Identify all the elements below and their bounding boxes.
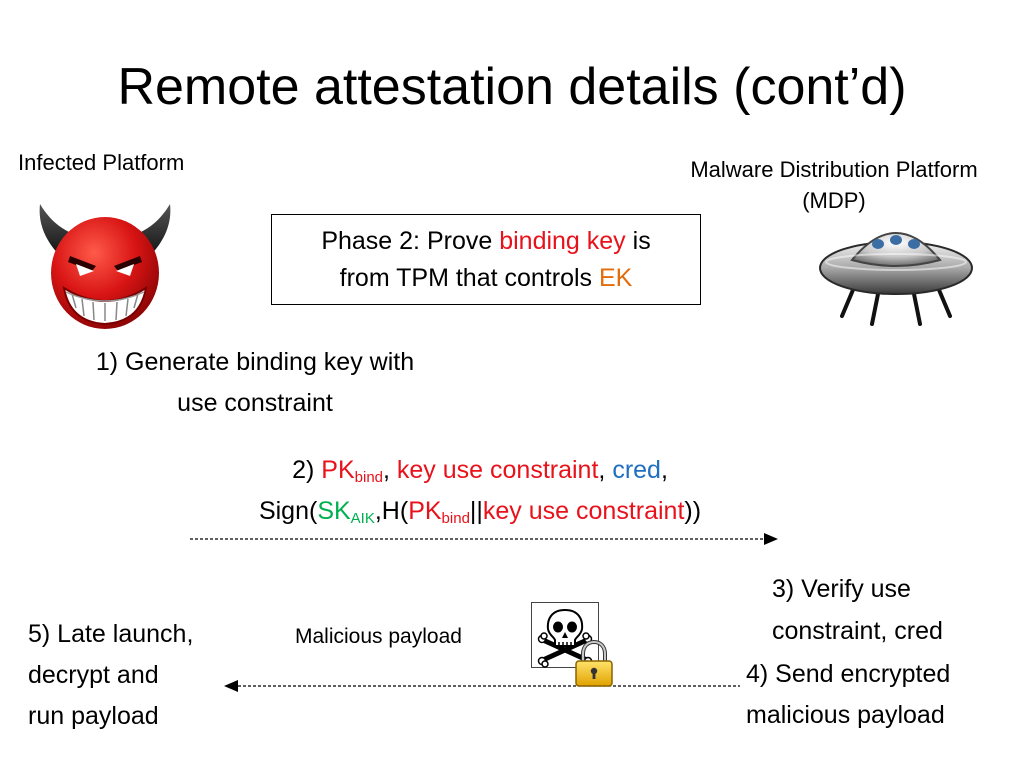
sign-open: Sign( [258,497,318,525]
phase-box-line2: from TPM that controls EK [272,260,700,297]
separator: , [383,456,397,484]
step-2-prefix: 2) [292,456,322,484]
step-5-line2: decrypt and [28,661,159,689]
arrow-to-mdp [190,533,778,545]
step-2-line1: 2) PKbind, key use constraint, cred, [180,450,780,491]
ek-highlight: EK [598,264,633,292]
concat-operator: || [469,497,483,525]
close-parens: )) [684,497,702,525]
step-1-line2: use constraint [177,389,333,417]
step-2-line2: Sign(SKAIK,H(PKbind||key use constraint)… [180,491,780,532]
step-1-line1: 1) Generate binding key with [95,348,415,376]
infected-platform-label: Infected Platform [18,150,185,175]
step-5-line3: run payload [28,702,159,730]
pk-bind-2: PK [408,497,442,525]
phase-box-line1-prefix: Phase 2: Prove [321,227,500,255]
devil-face-icon [39,204,171,329]
binding-key-highlight: binding key [499,227,626,255]
malicious-payload-label: Malicious payload [295,625,462,648]
step-1-text: 1) Generate binding key with use constra… [40,342,470,424]
phase-box-line1-suffix: is [625,227,651,255]
step-5-line1: 5) Late launch, [28,620,194,648]
mdp-label-line2: (MDP) [802,188,866,213]
mdp-label: Malware Distribution Platform (MDP) [650,154,1018,216]
key-use-constraint: key use constraint [396,456,599,484]
padlock-icon [575,640,613,687]
phase-2-box: Phase 2: Prove binding key is from TPM t… [271,214,701,305]
mdp-label-line1: Malware Distribution Platform [690,157,978,182]
ufo-icon [819,232,973,326]
phase-box-line2-prefix: from TPM that controls [339,264,599,292]
cred: cred [612,456,661,484]
step-4-line1: 4) Send encrypted [746,660,951,688]
step-4-text: 4) Send encrypted malicious payload [746,654,950,736]
step-3-line2: constraint, cred [772,617,943,645]
skull-crossbones-icon [531,602,599,668]
step-3-text: 3) Verify use constraint, cred [772,568,943,652]
bind-subscript: bind [354,469,383,486]
aik-subscript: AIK [350,510,375,527]
step-4-line2: malicious payload [746,701,945,729]
key-use-constraint-2: key use constraint [482,497,685,525]
slide-title: Remote attestation details (cont’d) [117,58,907,116]
arrow-to-infected [224,680,740,692]
pk-bind: PK [321,456,355,484]
hash-open: ,H( [374,497,409,525]
phase-box-line1: Phase 2: Prove binding key is [272,223,700,260]
sk-aik: SK [317,497,351,525]
step-2-message: 2) PKbind, key use constraint, cred, Sig… [180,450,780,532]
separator: , [598,456,613,484]
separator: , [660,456,668,484]
step-3-line1: 3) Verify use [772,575,911,603]
bind-subscript-2: bind [441,510,470,527]
step-5-text: 5) Late launch, decrypt and run payload [28,614,193,737]
